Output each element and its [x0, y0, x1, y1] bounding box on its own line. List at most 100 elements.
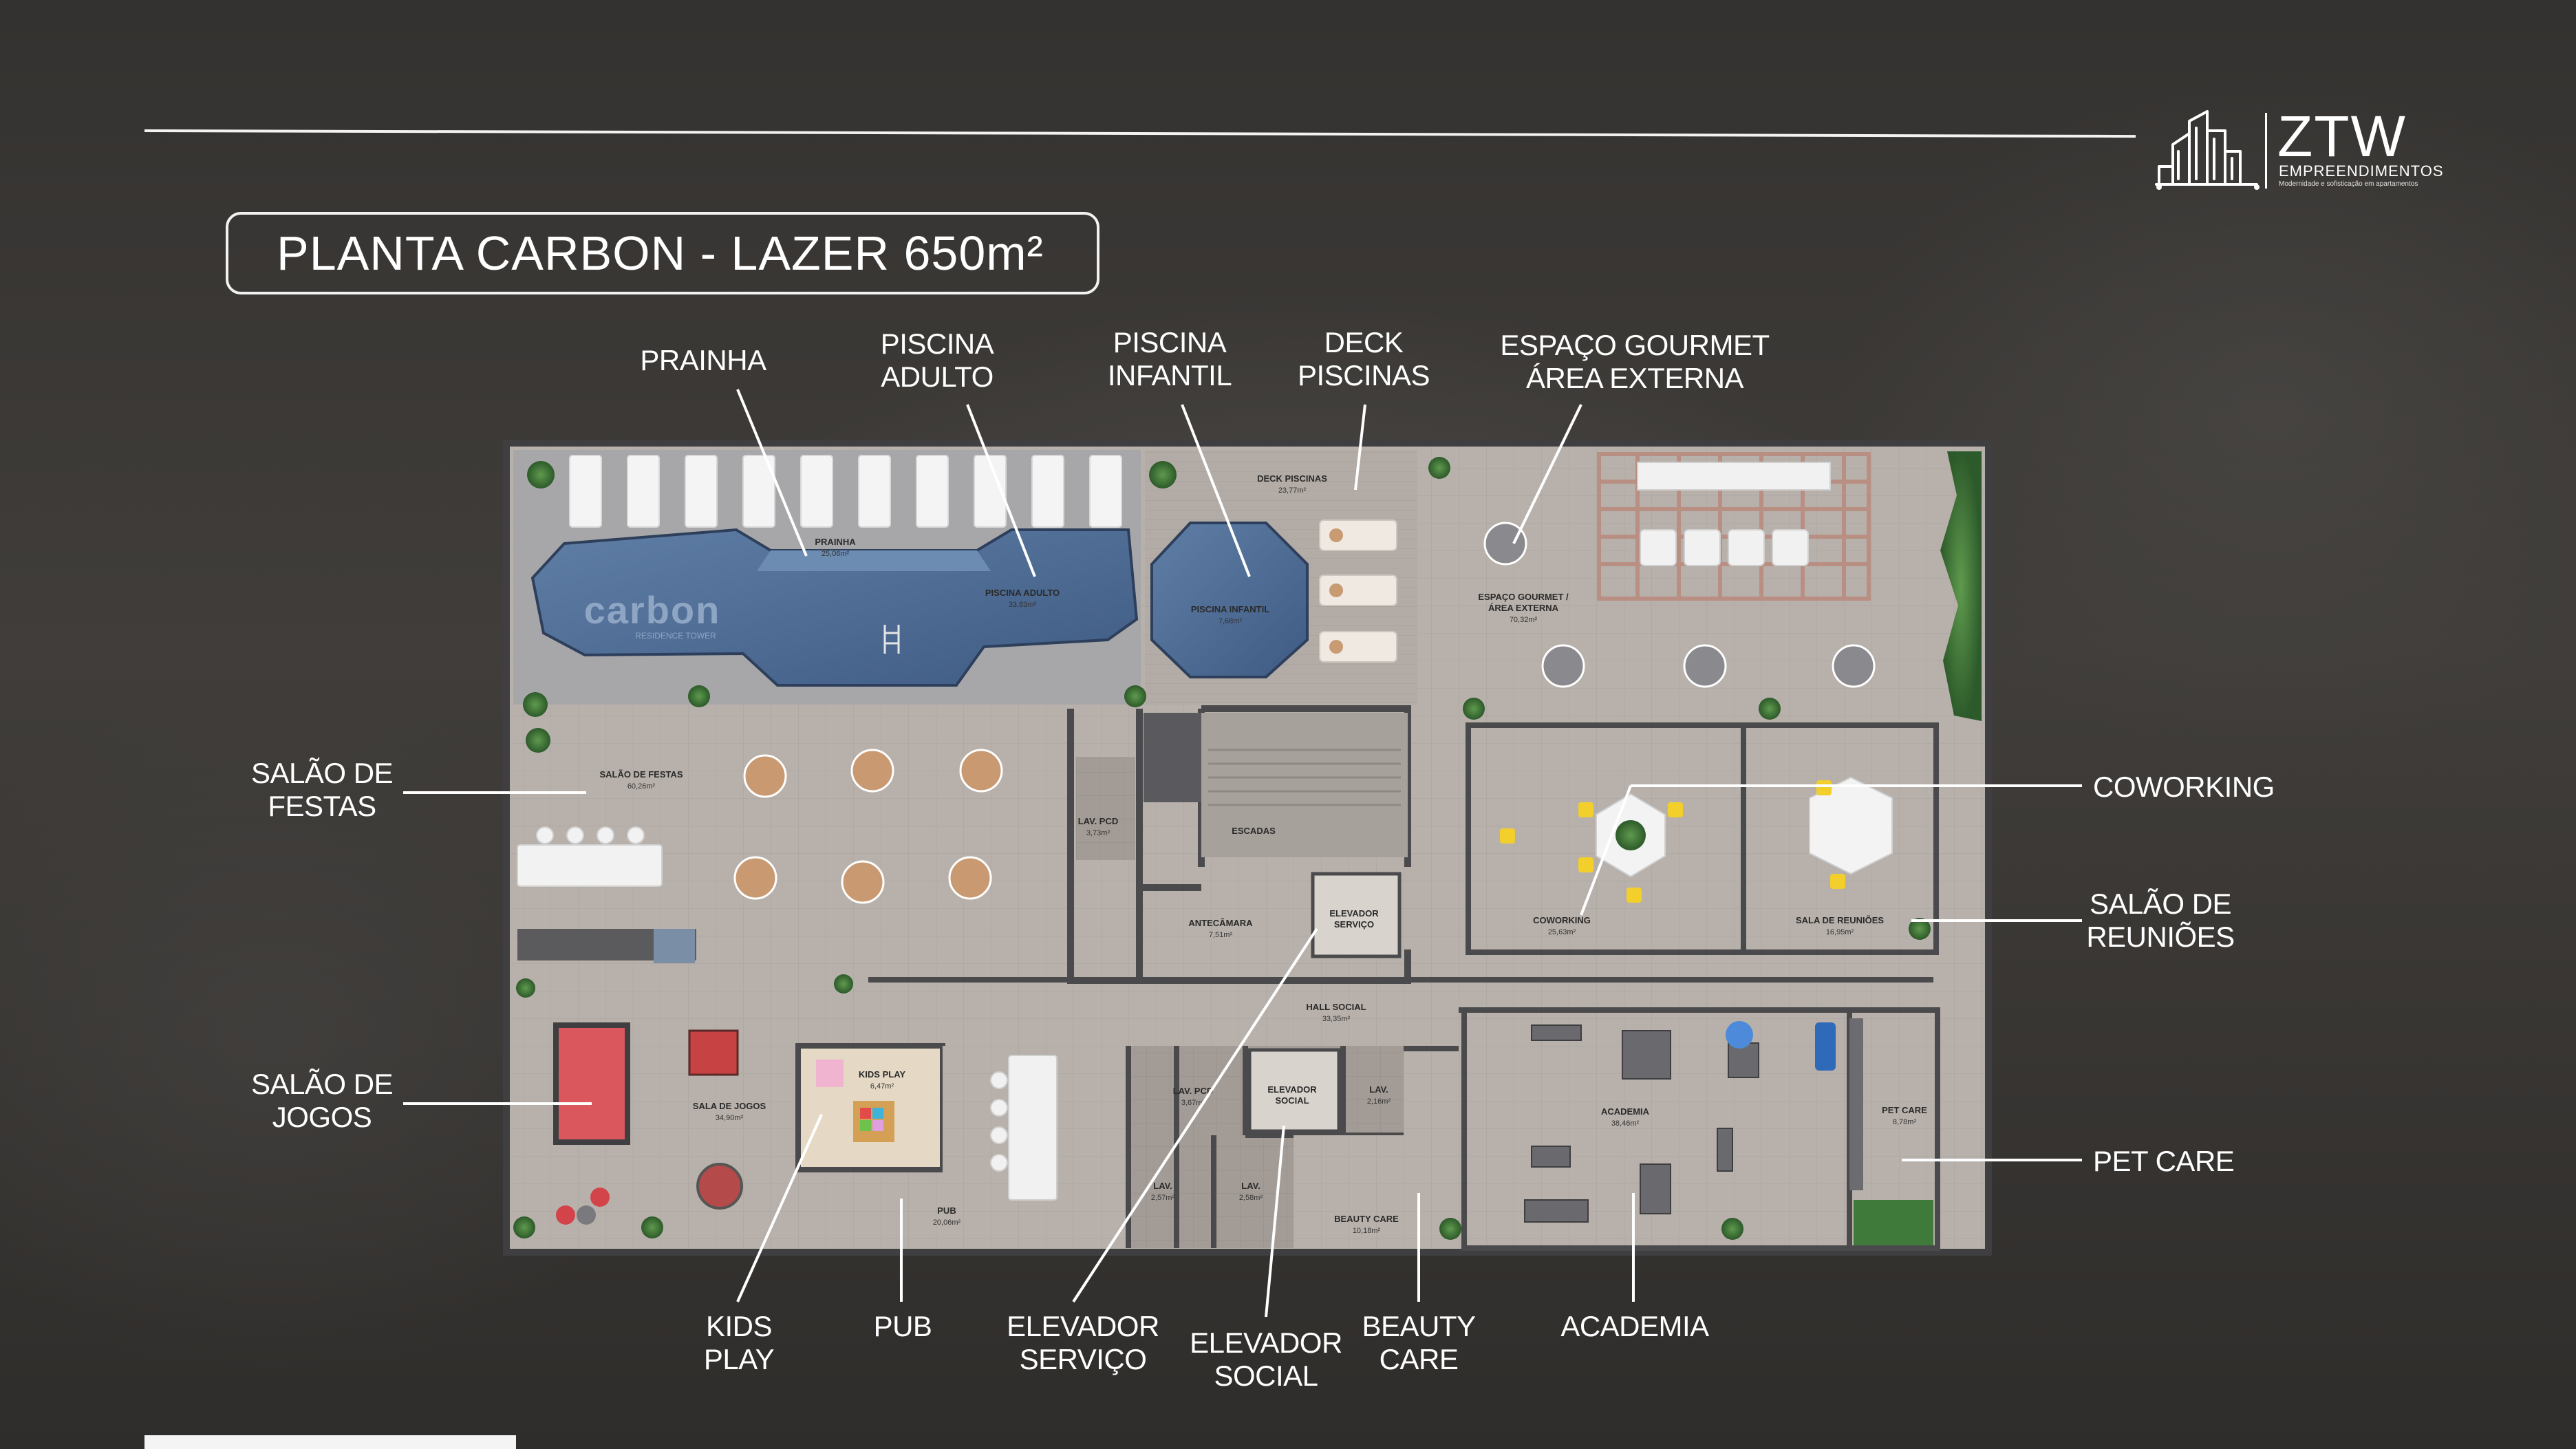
outdoor-tables — [1483, 522, 1876, 688]
svg-text:ELEVADOR: ELEVADOR — [1329, 908, 1379, 919]
leader-piscina-infantil — [1181, 404, 1251, 577]
svg-text:70,32m²: 70,32m² — [1510, 616, 1538, 624]
foosball-table — [688, 1029, 739, 1076]
pool-kids-water — [1150, 522, 1309, 678]
svg-text:PISCINA ADULTO: PISCINA ADULTO — [985, 588, 1060, 598]
svg-text:carbon: carbon — [584, 588, 721, 632]
page-title-box: PLANTA CARBON - LAZER 650m² — [226, 212, 1099, 294]
social-elevator-box — [1247, 1048, 1341, 1133]
leader-kids-play — [736, 1114, 823, 1302]
bottom-accent-bar — [144, 1435, 516, 1449]
cowork-chairs — [1500, 802, 1683, 903]
party-counter — [517, 826, 663, 887]
pet-grass — [1854, 1200, 1933, 1245]
pool-ladder-icon — [883, 625, 900, 654]
callout-espaco-gourmet: ESPAÇO GOURMET ÁREA EXTERNA — [1500, 329, 1770, 394]
leader-elevador-servico — [1072, 927, 1318, 1303]
pub-bar — [990, 1055, 1058, 1201]
svg-text:6,47m²: 6,47m² — [870, 1082, 894, 1091]
svg-text:PUB: PUB — [937, 1205, 956, 1216]
svg-text:16,95m²: 16,95m² — [1826, 928, 1854, 936]
deck-loungers — [1319, 519, 1397, 663]
callout-elevador-social: ELEVADOR SOCIAL — [1190, 1327, 1342, 1392]
beauty-care-room — [1294, 1135, 1404, 1248]
stair-well — [1201, 713, 1408, 857]
leader-elevador-social — [1265, 1125, 1285, 1318]
svg-text:20,06m²: 20,06m² — [933, 1219, 961, 1227]
bathroom-walls — [1126, 1046, 1404, 1248]
svg-text:60,26m²: 60,26m² — [627, 782, 656, 791]
brand-tagline: Modernidade e sofisticação em apartament… — [2279, 180, 2418, 188]
svg-text:2,16m²: 2,16m² — [1367, 1097, 1391, 1106]
svg-text:LAV. PCD: LAV. PCD — [1173, 1086, 1214, 1096]
callout-kids-play: KIDS PLAY — [703, 1310, 775, 1375]
leader-deck-piscinas — [1354, 404, 1366, 491]
callout-piscina-infantil: PISCINA INFANTIL — [1107, 326, 1232, 391]
callout-coworking: COWORKING — [2093, 771, 2275, 803]
svg-text:LAV. PCD: LAV. PCD — [1078, 816, 1119, 826]
svg-text:8,78m²: 8,78m² — [1893, 1118, 1917, 1126]
callout-pub: PUB — [873, 1310, 932, 1342]
gym-equipment — [1524, 1024, 1759, 1223]
meeting-table — [1809, 776, 1893, 875]
svg-text:SALA DE REUNIÕES: SALA DE REUNIÕES — [1796, 915, 1884, 925]
svg-text:33,35m²: 33,35m² — [1322, 1015, 1351, 1023]
svg-text:ESPAÇO GOURMET /: ESPAÇO GOURMET / — [1478, 592, 1569, 602]
svg-text:SALA DE JOGOS: SALA DE JOGOS — [693, 1101, 766, 1111]
sun-loungers — [569, 455, 1122, 528]
svg-text:25,06m²: 25,06m² — [822, 550, 850, 558]
leader-espaco-gourmet — [1512, 404, 1582, 544]
svg-text:34,90m²: 34,90m² — [716, 1114, 744, 1122]
city-skyline-logo-icon — [2155, 110, 2260, 190]
leader-piscina-adulto — [966, 404, 1036, 577]
svg-text:DECK PISCINAS: DECK PISCINAS — [1257, 473, 1327, 484]
callout-salao-festas: SALÃO DE FESTAS — [250, 757, 394, 822]
gym-bag — [1815, 1022, 1836, 1071]
svg-text:LAV.: LAV. — [1369, 1084, 1388, 1095]
svg-text:ACADEMIA: ACADEMIA — [1601, 1106, 1650, 1117]
svg-text:BEAUTY CARE: BEAUTY CARE — [1334, 1214, 1399, 1224]
callout-beauty-care: BEAUTY CARE — [1362, 1310, 1476, 1375]
leader-prainha — [736, 389, 808, 557]
svg-text:RESIDENCE TOWER: RESIDENCE TOWER — [635, 631, 716, 641]
callout-salao-reunioes: SALÃO DE REUNIÕES — [2086, 888, 2235, 953]
svg-text:25,63m²: 25,63m² — [1548, 928, 1576, 936]
billiard-table — [553, 1022, 630, 1145]
svg-text:2,58m²: 2,58m² — [1239, 1194, 1263, 1202]
party-tables — [733, 749, 1003, 904]
svg-text:PET CARE: PET CARE — [1882, 1105, 1927, 1115]
svg-text:SERVIÇO: SERVIÇO — [1334, 919, 1374, 930]
svg-text:COWORKING: COWORKING — [1533, 915, 1591, 925]
callout-deck-piscinas: DECK PISCINAS — [1297, 326, 1430, 391]
plan-brand-watermark: carbon RESIDENCE TOWER — [584, 588, 721, 641]
logo-divider — [2265, 113, 2267, 189]
svg-text:38,46m²: 38,46m² — [1611, 1119, 1640, 1128]
svg-text:PISCINA INFANTIL: PISCINA INFANTIL — [1191, 604, 1269, 614]
svg-text:HALL SOCIAL: HALL SOCIAL — [1306, 1002, 1366, 1012]
page-title: PLANTA CARBON - LAZER 650m² — [277, 226, 1044, 280]
brand-logo: ZTW EMPREENDIMENTOS Modernidade e sofist… — [2154, 103, 2443, 193]
svg-text:2,57m²: 2,57m² — [1151, 1194, 1175, 1202]
room-labels: PRAINHA 25,06m² PISCINA ADULTO 33,83m² P… — [599, 473, 1927, 1235]
gym-ball — [1726, 1021, 1753, 1049]
decorative-plants — [513, 457, 1931, 1240]
lav-pcd-room — [1076, 757, 1135, 860]
svg-text:LAV.: LAV. — [1241, 1181, 1260, 1191]
callout-academia: ACADEMIA — [1560, 1310, 1709, 1342]
kids-toys — [816, 1060, 894, 1142]
pet-counter — [1849, 1018, 1863, 1190]
party-kitchen — [517, 929, 696, 963]
pouf-seats — [556, 1188, 610, 1225]
svg-text:23,77m²: 23,77m² — [1278, 486, 1307, 495]
service-elevator-box — [1311, 872, 1402, 958]
core-shaft — [1144, 713, 1201, 802]
game-table — [696, 1163, 743, 1210]
callout-piscina-adulto: PISCINA ADULTO — [880, 328, 994, 393]
prainha-shallow — [757, 550, 991, 571]
svg-text:7,68m²: 7,68m² — [1219, 617, 1243, 625]
callout-salao-jogos: SALÃO DE JOGOS — [250, 1068, 394, 1133]
brand-subtitle: EMPREENDIMENTOS — [2279, 162, 2444, 180]
svg-text:ESCADAS: ESCADAS — [1232, 826, 1276, 836]
